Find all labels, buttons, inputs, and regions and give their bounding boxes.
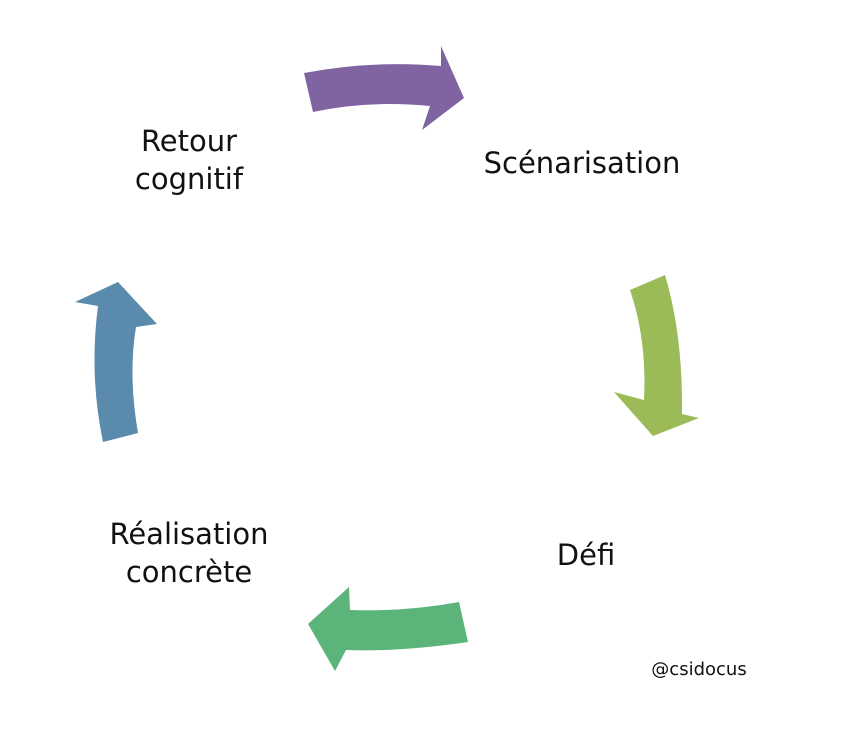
stage-label-realisation: Réalisation concrète [92,515,286,591]
stage-label-retour: Retour cognitif [111,122,267,198]
arrow-retour-to-scenarisation [304,46,464,130]
stage-label-line: Retour [140,124,238,158]
stage-label-line: Scénarisation [483,146,681,180]
stage-label-line: concrète [125,555,253,589]
arrow-defi-to-realisation [308,587,468,671]
stage-label-scenarisation: Scénarisation [470,144,694,182]
stage-label-line: Défi [556,538,616,572]
arrow-scenarisation-to-defi [614,275,699,436]
stage-label-defi: Défi [538,536,634,574]
arrow-realisation-to-retour [75,282,157,442]
stage-label-line: Réalisation [109,517,269,551]
watermark-handle: @csidocus [651,659,747,680]
stage-label-line: cognitif [134,162,244,196]
